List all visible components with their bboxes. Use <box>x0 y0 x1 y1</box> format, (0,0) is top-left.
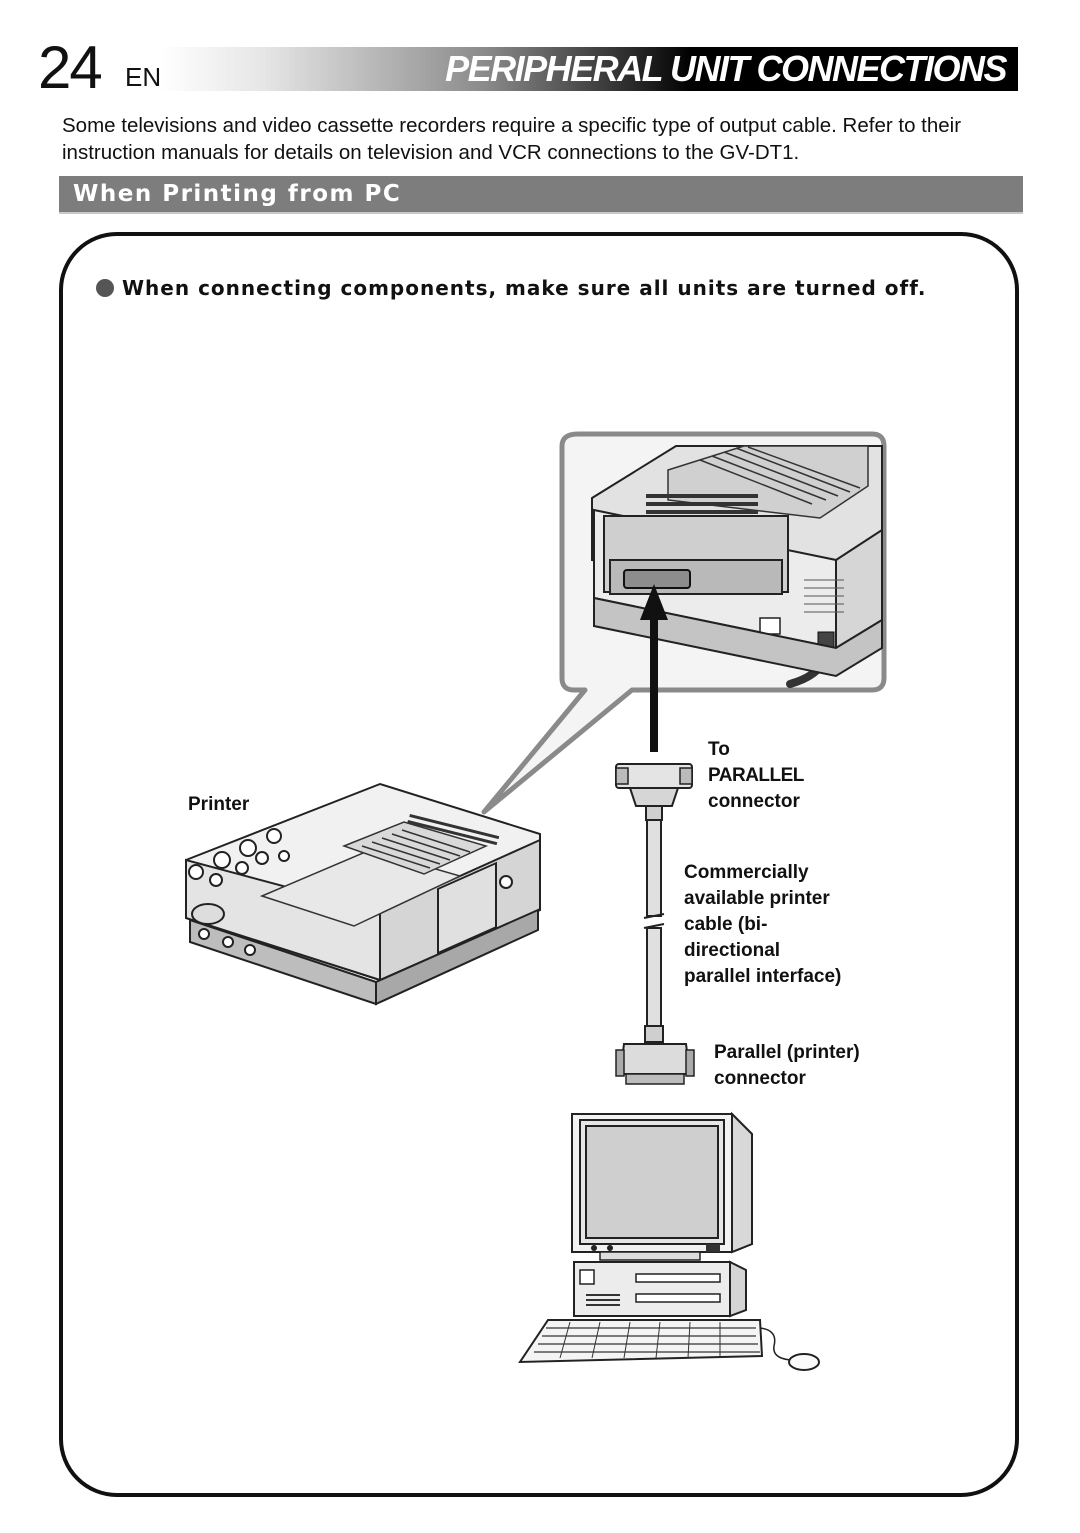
diagram-panel <box>59 232 1019 1497</box>
section-heading: When Printing from PC <box>73 181 402 207</box>
warning-note: When connecting components, make sure al… <box>96 276 926 300</box>
section-heading-bar: When Printing from PC <box>59 176 1023 214</box>
header-bar: PERIPHERAL UNIT CONNECTIONS <box>160 47 1018 91</box>
page-title: PERIPHERAL UNIT CONNECTIONS <box>445 48 1007 89</box>
printer-label: Printer <box>188 794 250 815</box>
arrow-up-icon <box>640 584 668 752</box>
label-line: parallel interface) <box>684 966 842 987</box>
label-line: directional <box>684 940 781 961</box>
rear-panel-callout <box>481 431 887 815</box>
label-line: Commercially <box>684 862 809 883</box>
page-number: 24 <box>38 34 103 101</box>
language-code: EN <box>125 62 162 92</box>
label-line: To <box>708 739 730 760</box>
warning-text: When connecting components, make sure al… <box>122 276 927 300</box>
cable-label: Commercially available printer cable (bi… <box>684 860 841 990</box>
label-line: PARALLEL <box>708 765 804 786</box>
label-line: Parallel (printer) <box>714 1042 860 1063</box>
to-parallel-connector-label: To PARALLEL connector <box>708 737 804 815</box>
intro-paragraph: Some televisions and video cassette reco… <box>62 114 962 164</box>
label-line: connector <box>708 791 800 812</box>
printer-illustration <box>185 782 541 1006</box>
label-line: available printer <box>684 888 830 909</box>
label-line: connector <box>714 1068 806 1089</box>
label-line: cable (bi- <box>684 914 768 935</box>
computer-illustration <box>518 1111 820 1371</box>
pc-parallel-connector-label: Parallel (printer) connector <box>714 1040 860 1092</box>
bullet-icon <box>96 279 114 297</box>
printer-cable <box>615 763 695 1085</box>
